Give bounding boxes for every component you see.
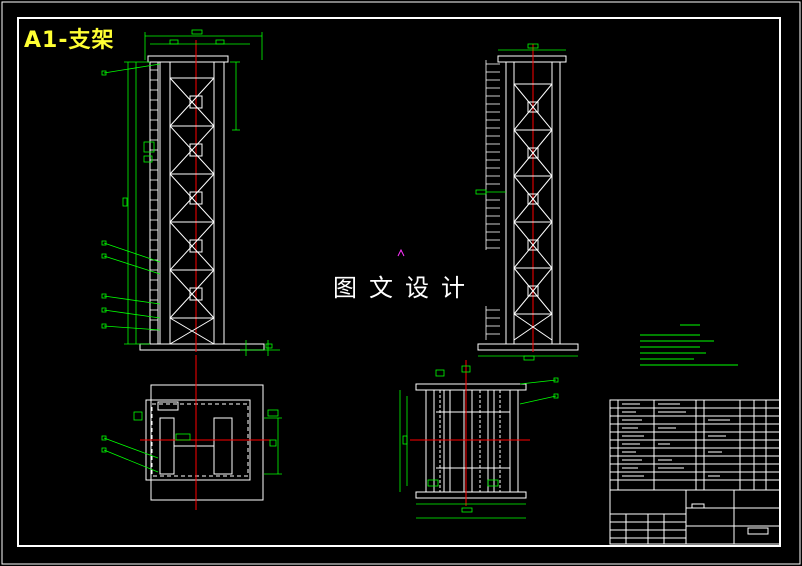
detail-view-dimensions	[399, 365, 559, 519]
center-marker-icon	[397, 248, 405, 257]
title-block	[609, 489, 781, 545]
parts-list-entries	[622, 403, 730, 477]
detail-view	[410, 360, 530, 506]
side-view	[477, 44, 579, 352]
drawing-title: A1-支架	[24, 28, 115, 53]
top-view	[140, 355, 270, 510]
front-view	[139, 40, 265, 352]
side-view-dimensions	[475, 43, 578, 361]
front-view-dimensions	[101, 29, 280, 356]
technical-requirements	[640, 324, 738, 366]
watermark-text: 图文设计	[333, 274, 477, 302]
drawing-frame	[17, 17, 781, 547]
parts-list-table	[609, 399, 781, 491]
top-view-dimensions	[101, 409, 282, 475]
